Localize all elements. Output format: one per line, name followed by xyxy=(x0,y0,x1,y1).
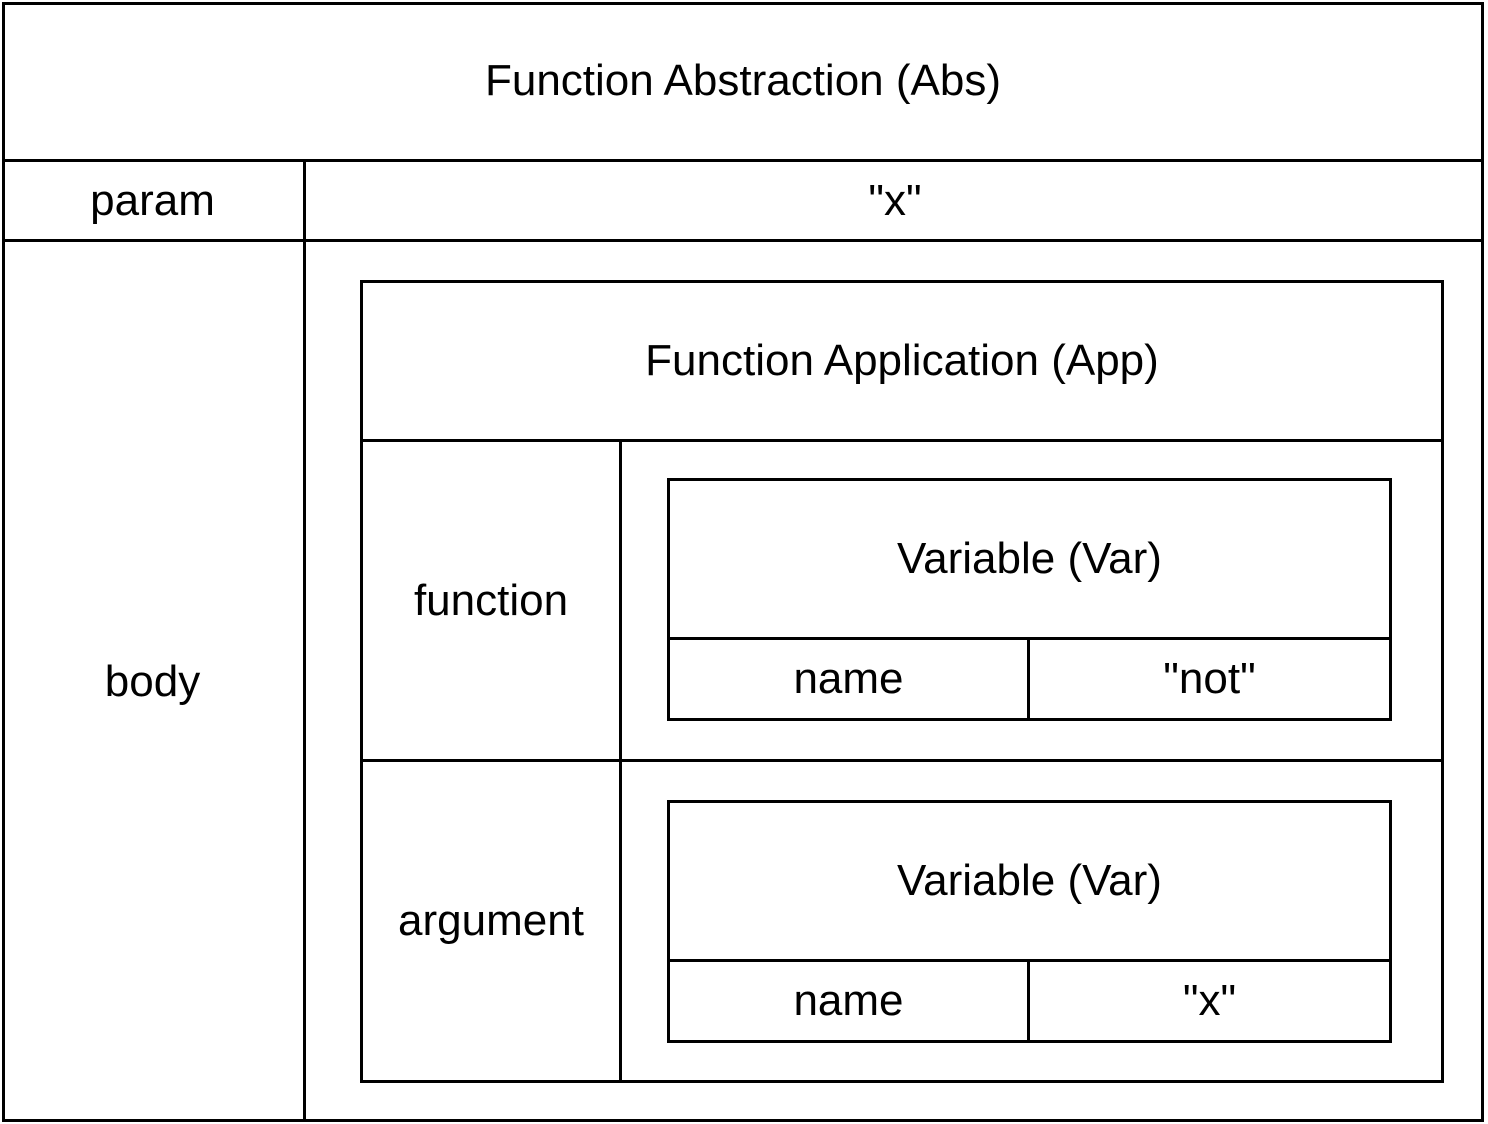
abs-title: Function Abstraction (Abs) xyxy=(484,55,1001,105)
app-label-column-divider xyxy=(619,439,622,1083)
abs-param-divider xyxy=(2,239,1484,242)
var-function-name-value: "not" xyxy=(1163,654,1256,703)
app-row-divider xyxy=(360,759,1444,762)
var-function-name-divider xyxy=(1027,637,1030,721)
var-argument-title: Variable (Var) xyxy=(897,856,1162,905)
abs-title-divider xyxy=(2,159,1484,162)
app-function-label: function xyxy=(413,575,569,625)
abs-param-label: param xyxy=(90,175,215,225)
var-function-title: Variable (Var) xyxy=(897,534,1162,583)
app-argument-label: argument xyxy=(398,896,584,945)
abs-label-column-divider xyxy=(303,159,306,1122)
app-title: Function Application (App) xyxy=(645,336,1159,385)
var-function-name-label: name xyxy=(793,654,904,703)
var-argument-name-divider xyxy=(1027,959,1030,1043)
var-argument-name-value: "x" xyxy=(1182,976,1237,1025)
abs-body-label: body xyxy=(104,657,201,706)
abs-param-value: "x" xyxy=(868,175,922,225)
var-argument-name-label: name xyxy=(793,976,904,1025)
app-title-divider xyxy=(360,439,1444,442)
